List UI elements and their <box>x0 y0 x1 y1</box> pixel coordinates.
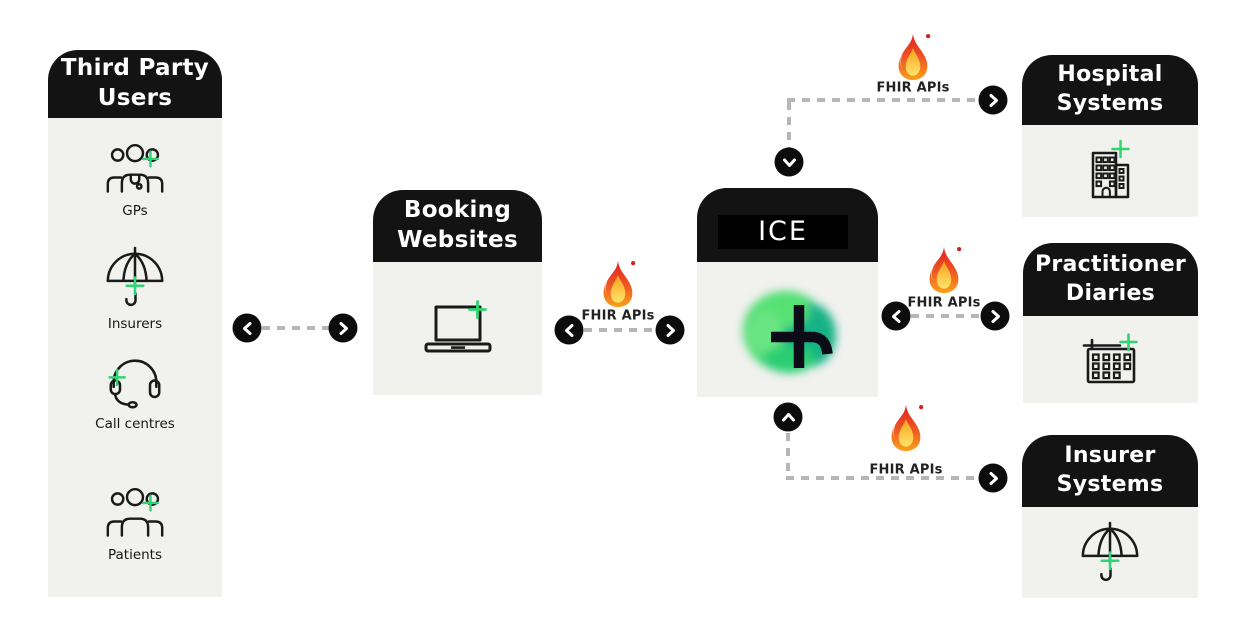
node-ice: ICE <box>697 188 878 397</box>
ice-logo-wordmark: ICE <box>718 215 848 249</box>
node-practitioner-diaries: Practitioner Diaries <box>1023 243 1198 403</box>
dashed-connector-line <box>786 476 978 480</box>
dashed-connector-line <box>787 102 791 148</box>
insurer-systems-header: Insurer Systems <box>1022 435 1198 507</box>
dashed-connector-line <box>786 433 790 476</box>
fhir-apis-label: FHIR APIs <box>869 462 943 478</box>
node-insurer-systems: Insurer Systems <box>1022 435 1198 598</box>
list-item-call-centres: Call centres <box>48 353 222 432</box>
list-item-insurers: Insurers <box>48 245 222 332</box>
third-party-users-body: GPs Insurer <box>48 118 222 597</box>
practitioner-diaries-header: Practitioner Diaries <box>1023 243 1198 316</box>
node-hospital-systems: Hospital Systems <box>1022 55 1198 217</box>
practitioner-diaries-body <box>1023 316 1198 403</box>
list-item-gps: GPs <box>48 142 222 219</box>
dashed-connector-line <box>584 328 657 332</box>
gps-label: GPs <box>122 203 148 219</box>
umbrella-icon <box>1081 521 1139 581</box>
booking-websites-body <box>373 262 542 395</box>
chevron-up-icon <box>773 402 803 432</box>
hospital-systems-header: Hospital Systems <box>1022 55 1198 125</box>
fhir-apis-label: FHIR APIs <box>907 295 981 311</box>
ice-body <box>697 262 878 397</box>
gps-doctors-icon <box>106 143 164 193</box>
booking-websites-header: Booking Websites <box>373 190 542 262</box>
call-centres-label: Call centres <box>95 416 175 432</box>
hospital-building-icon <box>1091 139 1130 199</box>
umbrella-icon <box>106 246 164 307</box>
fhir-flame-icon <box>891 404 924 452</box>
third-party-users-header: Third Party Users <box>48 50 222 118</box>
third-party-users-title: Third Party Users <box>60 55 210 111</box>
insurers-label: Insurers <box>107 316 163 332</box>
fhir-flame-icon <box>898 33 931 81</box>
list-item-patients: Patients <box>48 486 222 563</box>
ice-header: ICE <box>697 188 878 262</box>
node-third-party-users: Third Party Users <box>48 50 222 597</box>
fhir-flame-icon <box>929 246 962 294</box>
hospital-systems-body <box>1022 125 1198 217</box>
chevron-right-icon <box>978 463 1008 493</box>
chevron-left-icon <box>554 315 584 345</box>
hospital-systems-title: Hospital Systems <box>1056 62 1164 116</box>
node-booking-websites: Booking Websites <box>373 190 542 395</box>
insurer-systems-body <box>1022 507 1198 598</box>
ice-plus-logo <box>742 290 836 373</box>
fhir-apis-label: FHIR APIs <box>876 80 950 96</box>
dashed-connector-line <box>262 326 330 330</box>
fhir-apis-label: FHIR APIs <box>581 308 655 324</box>
laptop-icon <box>424 299 491 352</box>
chevron-left-icon <box>881 301 911 331</box>
insurer-systems-title: Insurer Systems <box>1056 443 1164 497</box>
headset-icon <box>108 359 161 409</box>
practitioner-diaries-title: Practitioner Diaries <box>1034 251 1187 306</box>
chevron-left-icon <box>232 313 262 343</box>
chevron-right-icon <box>328 313 358 343</box>
dashed-connector-line <box>911 314 981 318</box>
chevron-right-icon <box>980 301 1010 331</box>
booking-websites-title: Booking Websites <box>397 197 518 253</box>
chevron-right-icon <box>655 315 685 345</box>
patients-label: Patients <box>107 547 163 563</box>
chevron-down-icon <box>774 147 804 177</box>
ice-title: ICE <box>758 216 808 248</box>
people-group-icon <box>106 487 164 537</box>
calendar-icon <box>1082 332 1138 383</box>
fhir-flame-icon <box>603 260 636 308</box>
dashed-connector-line <box>787 98 975 102</box>
chevron-right-icon <box>978 85 1008 115</box>
